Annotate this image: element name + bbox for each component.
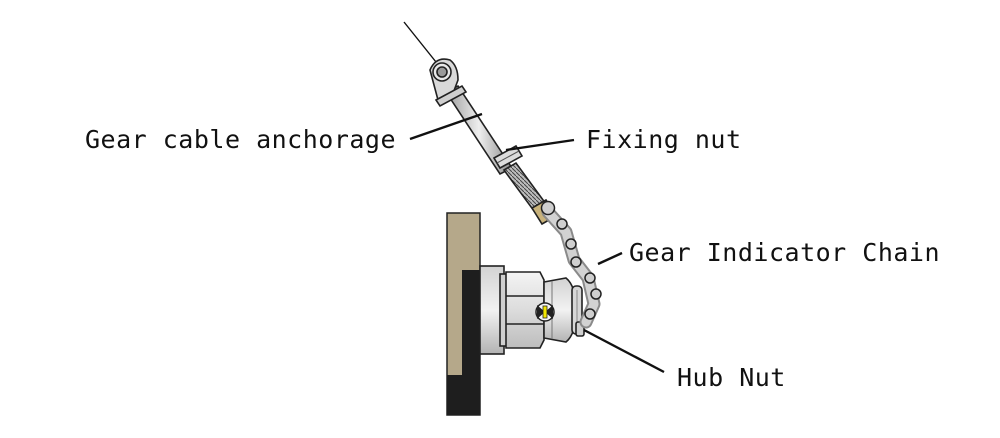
leader-fixing-nut — [505, 138, 575, 152]
label-cable-anchorage: Gear cable anchorage — [85, 125, 396, 154]
chain-link — [584, 308, 596, 320]
label-fixing-nut: Fixing nut — [586, 125, 742, 154]
gear-cable — [403, 21, 437, 63]
chain-link — [565, 238, 577, 250]
leader-hub-nut — [583, 328, 665, 374]
leader-cable-anchorage — [409, 112, 483, 141]
chain-link — [556, 218, 568, 230]
chain-link — [540, 200, 556, 216]
chain-link — [584, 272, 596, 284]
chain-link — [590, 288, 602, 300]
cable-anchorage — [429, 58, 558, 226]
gear-indicator-chain — [540, 200, 602, 329]
indicator-rod — [542, 305, 548, 319]
label-hub-nut: Hub Nut — [677, 363, 786, 392]
frame-dropout — [446, 212, 481, 416]
chain-link — [570, 256, 582, 268]
hub-assembly — [479, 265, 585, 355]
leader-indicator-chain — [597, 251, 623, 266]
label-indicator-chain: Gear Indicator Chain — [629, 238, 940, 267]
